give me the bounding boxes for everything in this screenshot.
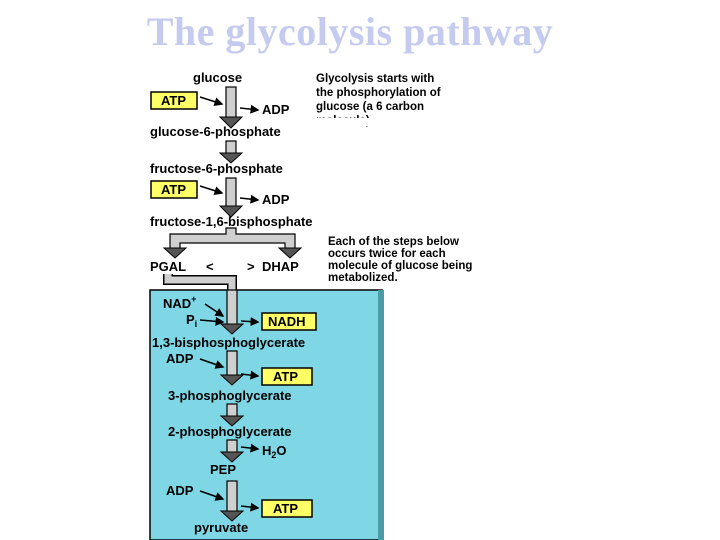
split-note-line-4: metabolized. xyxy=(328,272,398,284)
arrow-pgal-to-bpg xyxy=(219,289,245,335)
label-3-phosphoglycerate: 3-phosphoglycerate xyxy=(168,388,292,403)
adp-label-4: ADP xyxy=(166,483,194,498)
label-2-phosphoglycerate: 2-phosphoglycerate xyxy=(168,424,292,439)
label-dhap: DHAP xyxy=(262,259,299,274)
label-pi: Pi xyxy=(186,312,197,329)
label-pep: PEP xyxy=(210,462,236,477)
arrow-glucose-to-g6p xyxy=(218,86,244,129)
label-nad: NAD+ xyxy=(163,294,196,311)
atp-label-2: ATP xyxy=(161,182,186,197)
panel-shadow xyxy=(378,290,384,540)
atp-box-4 xyxy=(261,499,313,518)
intro-note-line-3: glucose (a 6 carbon xyxy=(316,101,424,113)
slide-title: The glycolysis pathway xyxy=(146,9,554,54)
arrow-pep-to-pyruvate xyxy=(219,480,245,522)
atp-box-3 xyxy=(261,367,313,386)
adp-label-3: ADP xyxy=(166,351,194,366)
repeated-steps-panel xyxy=(149,289,383,540)
atp-label-4: ATP xyxy=(273,501,298,516)
label-glucose: glucose xyxy=(193,70,242,85)
nadh-box xyxy=(261,312,317,331)
split-arrow xyxy=(162,227,303,259)
label-1-3-bisphosphoglycerate: 1,3-bisphosphoglycerate xyxy=(152,335,305,350)
arrow-f6p-to-f16bp xyxy=(218,177,244,218)
intro-note-line-2: the phosphorylation of xyxy=(316,87,441,99)
atp-box-1 xyxy=(150,91,198,110)
split-note-line-1: Each of the steps below xyxy=(328,236,459,248)
adp-label-1: ADP xyxy=(262,102,290,117)
label-gt: > xyxy=(247,259,255,274)
label-pgal: PGAL xyxy=(150,259,186,274)
label-pyruvate: pyruvate xyxy=(194,520,248,535)
arrow-bpg-to-3pg xyxy=(219,350,245,386)
label-glucose-6-phosphate: glucose-6-phosphate xyxy=(150,124,281,139)
nadh-label: NADH xyxy=(268,314,306,329)
atp-label-3: ATP xyxy=(273,369,298,384)
label-lt: < xyxy=(206,259,214,274)
label-fructose-6-phosphate: fructose-6-phosphate xyxy=(150,161,283,176)
split-note: Each of the steps below occurs twice for… xyxy=(328,236,472,284)
intro-note-line-1: Glycolysis starts with xyxy=(316,73,434,85)
arrow-g6p-to-f6p xyxy=(218,140,244,164)
adp-label-2: ADP xyxy=(262,192,290,207)
split-note-line-3: molecule of glucose being xyxy=(328,260,472,272)
arrow-3pg-to-2pg xyxy=(219,403,245,427)
split-note-line-2: occurs twice for each xyxy=(328,248,446,260)
atp-box-2 xyxy=(150,180,198,199)
arrow-2pg-to-pep xyxy=(219,439,245,463)
atp-label-1: ATP xyxy=(161,93,186,108)
label-fructose-1-6-bisphosphate: fructose-1,6-bisphosphate xyxy=(150,214,313,229)
label-h2o: H2O xyxy=(262,443,287,460)
